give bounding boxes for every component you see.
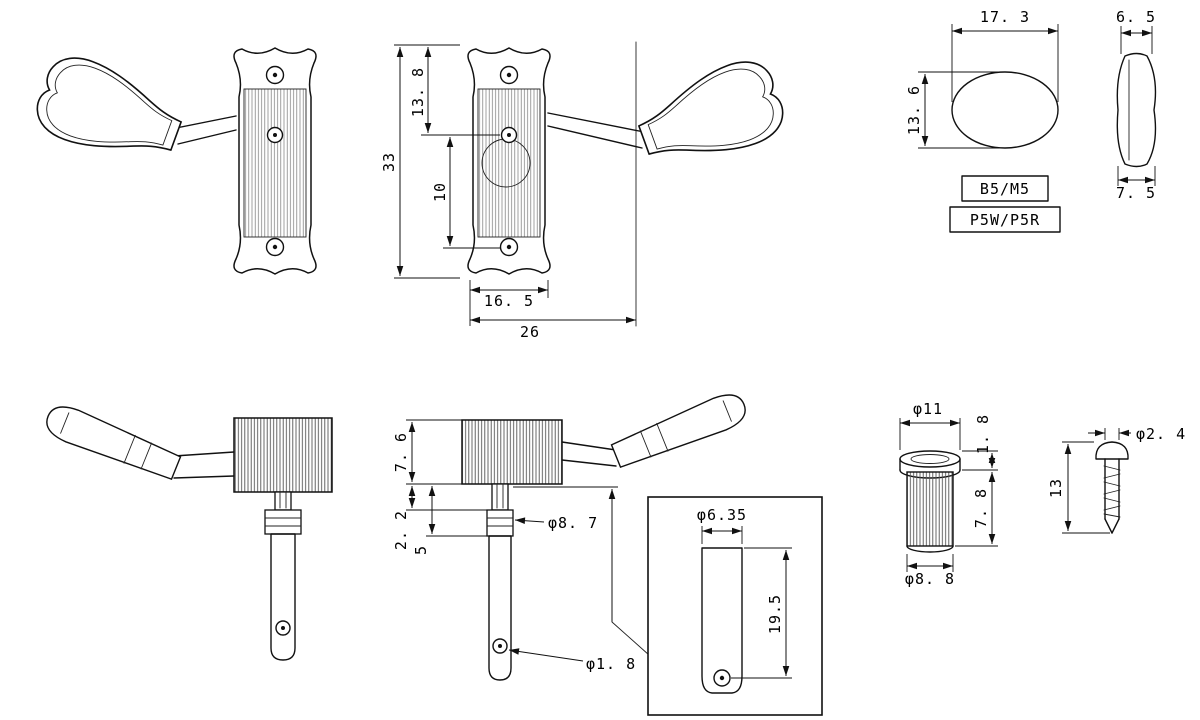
dim-string-hole-dia-label: φ1. 8 — [586, 655, 636, 673]
tuner-side-view-dimensioned: 7. 6 2. 2 5 φ8. 7 φ1. 8 — [392, 387, 752, 681]
dim-plate-width-label: 16. 5 — [484, 292, 534, 310]
keystone-button-right — [629, 52, 792, 180]
dim-screw-dia-label: φ2. 4 — [1136, 425, 1186, 443]
dim-post-length-label: 19.5 — [766, 594, 784, 634]
tuner-side-view-left — [40, 399, 333, 661]
dim-body-dia-label: φ8. 8 — [905, 570, 955, 588]
dim-body-height-label: 7. 8 — [972, 488, 990, 528]
tuner-front-view: 33 13. 8 10 16. 5 26 — [380, 41, 792, 341]
dim-collar-dia-label: φ8. 7 — [548, 514, 598, 532]
dim-button-width-label: 17. 3 — [980, 8, 1030, 26]
screw-threads — [1103, 465, 1121, 518]
bushing-view: φ11 1. 8 7. 8 φ8. 8 — [899, 400, 998, 588]
screw-head — [1095, 441, 1129, 460]
dim-upper-height-label: 13. 8 — [409, 67, 427, 117]
knurled-barrel-right — [461, 419, 563, 485]
dim-flange-dia-label: φ11 — [913, 400, 943, 418]
dim-thread-height-label: 5 — [412, 545, 430, 555]
dim-button-height-label: 13. 6 — [905, 85, 923, 135]
string-post-right — [486, 483, 514, 681]
dim-total-height-label: 33 — [380, 152, 398, 172]
mount-plate-left — [233, 47, 317, 275]
model-box-bottom — [949, 206, 1061, 233]
button-detail-view: 17. 3 13. 6 6. 5 7. 5 B5/M5 P5W/P5R — [905, 8, 1157, 233]
tuner-back-view — [28, 47, 317, 275]
mounting-screw-view: 13 φ2. 4 — [1047, 425, 1186, 534]
string-post-left — [264, 491, 302, 661]
side-button-right — [608, 387, 752, 473]
oval-button-front — [951, 71, 1059, 149]
bushing-flange-top — [899, 450, 961, 468]
dim-screw-length-label: 13 — [1047, 478, 1065, 498]
keystone-button-left — [28, 48, 191, 176]
oval-button-side — [1116, 52, 1157, 168]
post-detail-box: φ6.35 19.5 — [647, 496, 823, 716]
dim-post-dia-label: φ6.35 — [697, 506, 747, 524]
dim-neck-height-label: 2. 2 — [392, 510, 410, 550]
detail-post — [701, 547, 743, 694]
model-top-label: B5/M5 — [980, 180, 1030, 198]
model-box-top — [961, 175, 1049, 202]
dim-overall-width-label: 26 — [520, 323, 540, 341]
model-bottom-label: P5W/P5R — [970, 211, 1040, 229]
detail-frame — [647, 496, 823, 716]
dim-button-top-width-label: 6. 5 — [1116, 8, 1156, 26]
dim-mid-height-label: 10 — [431, 182, 449, 202]
mount-plate-front — [467, 47, 551, 275]
dim-barrel-height-label: 7. 6 — [392, 432, 410, 472]
knurled-barrel-left — [233, 417, 333, 493]
dim-button-bottom-width-label: 7. 5 — [1116, 184, 1156, 202]
dim-flange-height-label: 1. 8 — [974, 414, 992, 454]
side-button-left — [40, 399, 184, 485]
bushing-body — [906, 471, 954, 547]
